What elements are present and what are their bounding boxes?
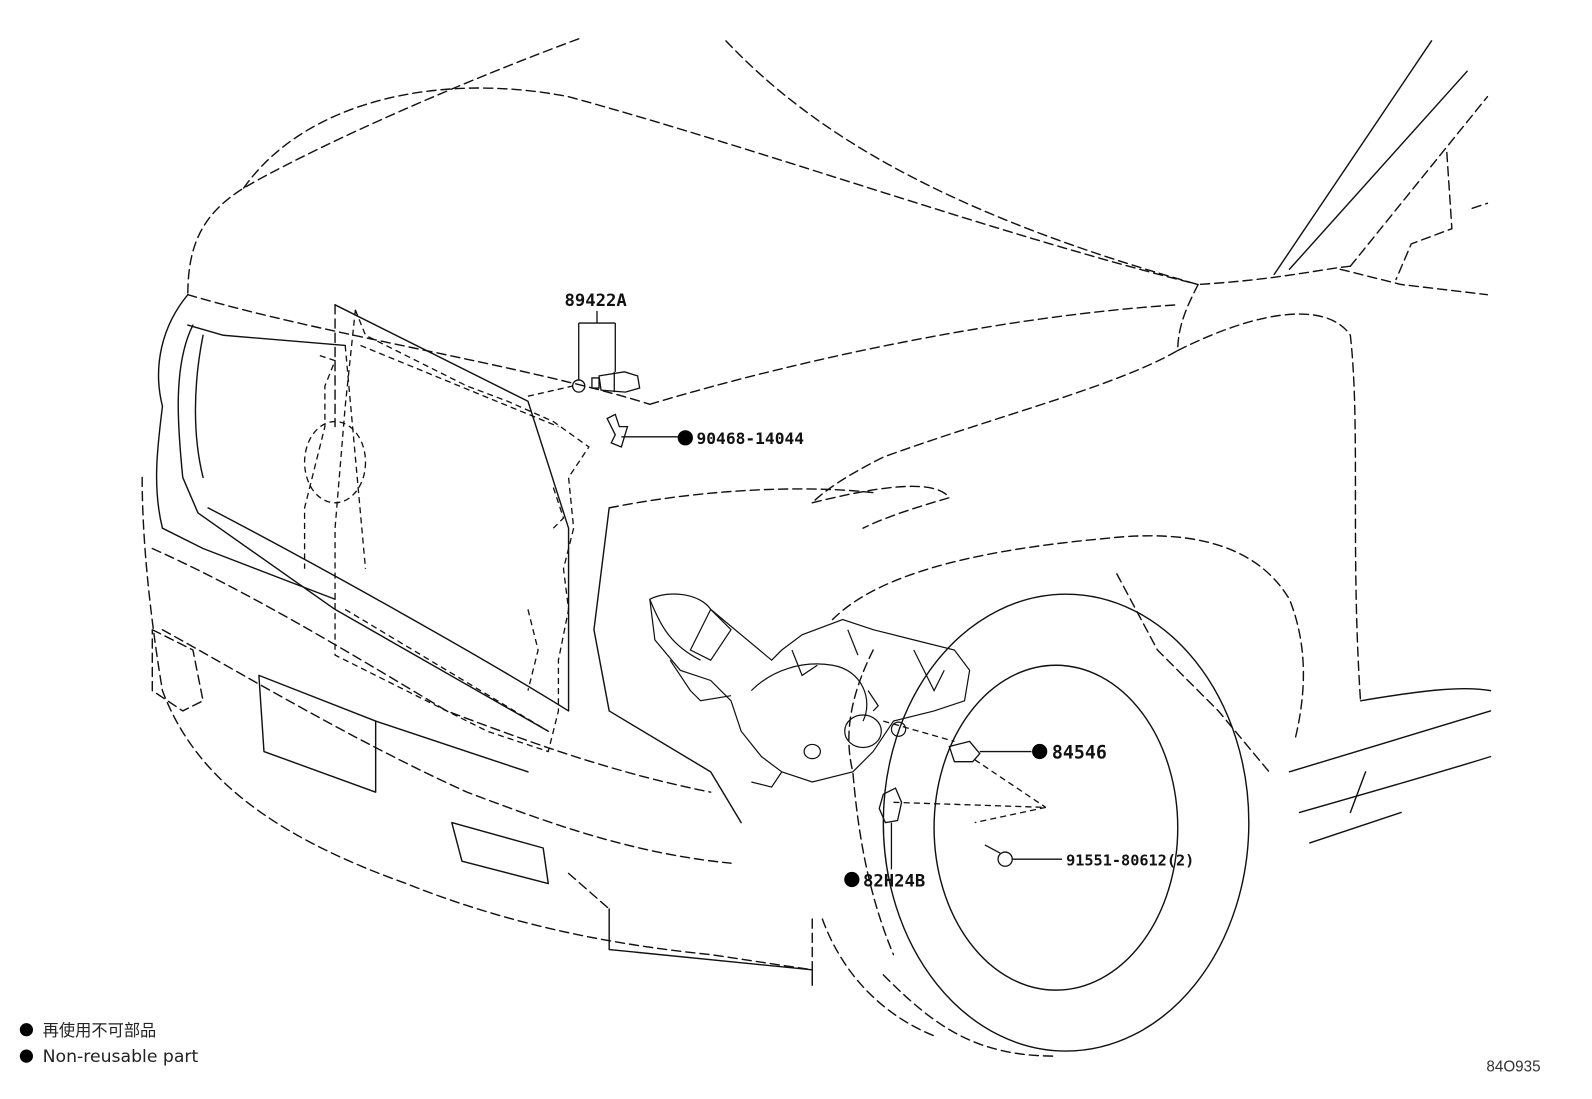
svg-text:82H24B: 82H24B	[863, 872, 925, 892]
vehicle-outline	[141, 38, 1492, 1057]
legend-text-jp: 再使用不可部品	[43, 1021, 157, 1040]
illustration-code: 84O935	[1486, 1058, 1540, 1075]
svg-text:90468-14044: 90468-14044	[697, 429, 805, 448]
legend-text-en: Non-reusable part	[43, 1047, 199, 1067]
abs-actuator-assembly	[649, 593, 971, 788]
part-label-91551-80612: 91551-80612(2)	[1066, 851, 1194, 869]
part-90468-clip	[606, 413, 629, 448]
legend: 再使用不可部品 Non-reusable part	[19, 1021, 199, 1067]
part-label-89422A: 89422A	[565, 291, 628, 311]
part-91551-bolt	[984, 844, 1013, 867]
non-reusable-marker	[844, 871, 860, 888]
part-label-82H24B: 82H24B	[844, 872, 925, 892]
non-reusable-marker	[677, 430, 693, 446]
legend-marker-jp	[19, 1023, 33, 1037]
part-label-90468-14044: 90468-14044	[677, 429, 805, 448]
part-82H24B-bracket	[878, 787, 903, 824]
svg-text:89422A: 89422A	[565, 291, 628, 311]
legend-marker-en	[19, 1049, 33, 1063]
part-89422A-sensor	[571, 371, 641, 393]
svg-text:84546: 84546	[1052, 743, 1107, 764]
radiator-support-frame	[303, 309, 590, 753]
part-label-84546: 84546	[1032, 743, 1107, 764]
non-reusable-marker	[1032, 743, 1048, 760]
part-84546-connector	[948, 740, 981, 763]
svg-text:91551-80612(2): 91551-80612(2)	[1066, 851, 1194, 869]
callout-leader-lines	[527, 310, 1063, 870]
